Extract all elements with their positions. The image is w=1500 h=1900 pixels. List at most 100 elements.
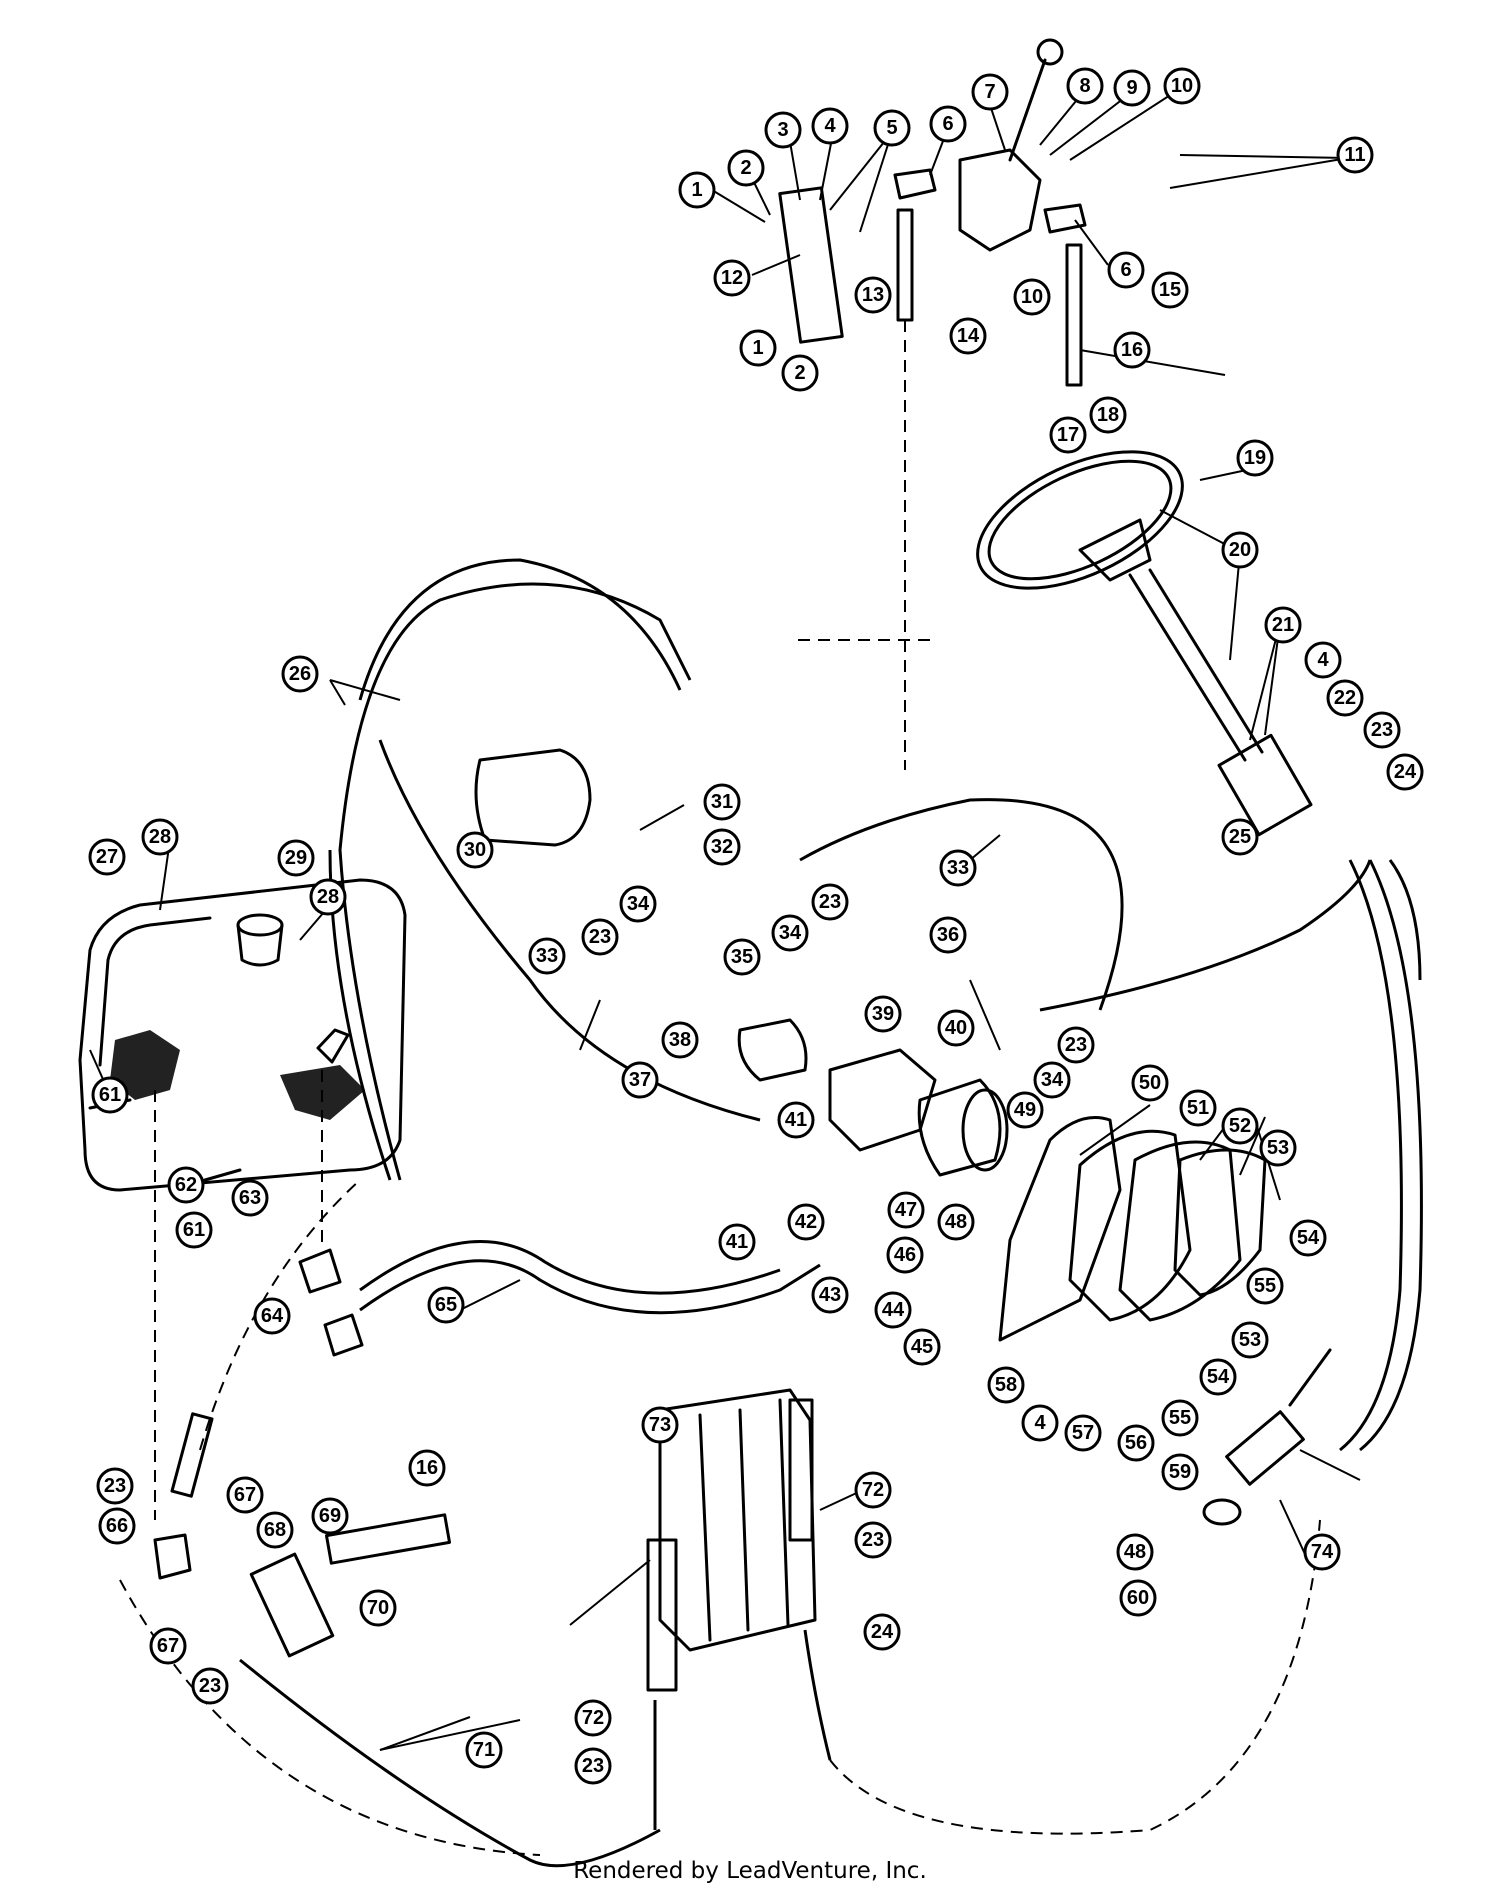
pump-and-motor-group bbox=[474, 748, 1009, 1177]
power-steering-cylinder bbox=[1202, 1348, 1332, 1526]
callout-31: 31 bbox=[703, 783, 741, 821]
control-valve-assembly bbox=[778, 38, 1087, 387]
callout-65: 65 bbox=[427, 1286, 465, 1324]
callout-20: 20 bbox=[1221, 531, 1259, 569]
callout-71: 71 bbox=[465, 1731, 503, 1769]
svg-text:68: 68 bbox=[264, 1519, 286, 1541]
svg-text:55: 55 bbox=[1254, 1275, 1276, 1297]
callout-9: 9 bbox=[1113, 69, 1151, 107]
callout-22: 22 bbox=[1326, 679, 1364, 717]
svg-text:30: 30 bbox=[464, 839, 486, 861]
svg-text:20: 20 bbox=[1229, 539, 1251, 561]
callout-15: 15 bbox=[1151, 271, 1189, 309]
svg-text:28: 28 bbox=[317, 886, 339, 908]
callout-40: 40 bbox=[937, 1009, 975, 1047]
callout-50: 50 bbox=[1131, 1064, 1169, 1102]
svg-text:23: 23 bbox=[582, 1755, 604, 1777]
svg-text:48: 48 bbox=[945, 1211, 967, 1233]
callout-35: 35 bbox=[723, 938, 761, 976]
svg-text:4: 4 bbox=[1034, 1412, 1046, 1434]
svg-text:54: 54 bbox=[1207, 1366, 1230, 1388]
callout-1: 1 bbox=[678, 171, 716, 209]
callout-63: 63 bbox=[231, 1179, 269, 1217]
svg-text:6: 6 bbox=[1120, 259, 1131, 281]
callout-33: 33 bbox=[939, 849, 977, 887]
svg-text:23: 23 bbox=[1371, 719, 1393, 741]
svg-text:69: 69 bbox=[319, 1505, 341, 1527]
callout-38: 38 bbox=[661, 1021, 699, 1059]
hydraulic-tank bbox=[78, 878, 407, 1192]
callout-2: 2 bbox=[781, 354, 819, 392]
svg-text:1: 1 bbox=[691, 179, 702, 201]
svg-text:61: 61 bbox=[99, 1084, 121, 1106]
callout-3: 3 bbox=[764, 111, 802, 149]
svg-text:60: 60 bbox=[1127, 1587, 1149, 1609]
dashed-assembly-lines bbox=[119, 320, 1321, 1856]
svg-text:12: 12 bbox=[721, 267, 743, 289]
callout-44: 44 bbox=[874, 1291, 912, 1329]
svg-text:46: 46 bbox=[894, 1244, 916, 1266]
callout-54: 54 bbox=[1199, 1358, 1237, 1396]
callout-66: 66 bbox=[98, 1507, 136, 1545]
svg-text:26: 26 bbox=[289, 663, 311, 685]
svg-text:3: 3 bbox=[777, 119, 788, 141]
callout-6: 6 bbox=[1107, 251, 1145, 289]
callout-5: 5 bbox=[873, 109, 911, 147]
callout-13: 13 bbox=[854, 276, 892, 314]
callout-42: 42 bbox=[787, 1203, 825, 1241]
svg-text:57: 57 bbox=[1072, 1422, 1094, 1444]
callout-23: 23 bbox=[574, 1747, 612, 1785]
callout-30: 30 bbox=[456, 831, 494, 869]
callout-68: 68 bbox=[256, 1511, 294, 1549]
svg-text:34: 34 bbox=[1041, 1069, 1064, 1091]
callout-25: 25 bbox=[1221, 818, 1259, 856]
svg-text:24: 24 bbox=[1394, 761, 1417, 783]
callout-23: 23 bbox=[96, 1467, 134, 1505]
svg-text:51: 51 bbox=[1187, 1097, 1209, 1119]
callout-10: 10 bbox=[1163, 67, 1201, 105]
callout-16: 16 bbox=[1113, 331, 1151, 369]
callout-37: 37 bbox=[621, 1061, 659, 1099]
callout-24: 24 bbox=[1386, 753, 1424, 791]
svg-text:67: 67 bbox=[157, 1635, 179, 1657]
callout-8: 8 bbox=[1066, 67, 1104, 105]
callout-53: 53 bbox=[1259, 1129, 1297, 1167]
svg-text:70: 70 bbox=[367, 1597, 389, 1619]
svg-text:35: 35 bbox=[731, 946, 753, 968]
svg-text:13: 13 bbox=[862, 284, 884, 306]
svg-text:29: 29 bbox=[285, 847, 307, 869]
callout-23: 23 bbox=[854, 1521, 892, 1559]
svg-text:36: 36 bbox=[937, 924, 959, 946]
callout-33: 33 bbox=[528, 937, 566, 975]
oil-cooler bbox=[646, 1388, 817, 1692]
callout-27: 27 bbox=[88, 838, 126, 876]
callout-17: 17 bbox=[1049, 416, 1087, 454]
callout-48: 48 bbox=[1116, 1533, 1154, 1571]
svg-text:16: 16 bbox=[1121, 339, 1143, 361]
svg-text:72: 72 bbox=[862, 1479, 884, 1501]
svg-text:47: 47 bbox=[895, 1199, 917, 1221]
svg-text:58: 58 bbox=[995, 1374, 1017, 1396]
svg-text:64: 64 bbox=[261, 1305, 284, 1327]
callout-72: 72 bbox=[854, 1471, 892, 1509]
svg-text:66: 66 bbox=[106, 1515, 128, 1537]
svg-text:61: 61 bbox=[183, 1219, 205, 1241]
callout-47: 47 bbox=[887, 1191, 925, 1229]
svg-text:67: 67 bbox=[234, 1484, 256, 1506]
callout-67: 67 bbox=[149, 1627, 187, 1665]
callout-41: 41 bbox=[718, 1223, 756, 1261]
callout-49: 49 bbox=[1006, 1091, 1044, 1129]
callout-34: 34 bbox=[1033, 1061, 1071, 1099]
svg-text:4: 4 bbox=[1317, 649, 1329, 671]
svg-text:2: 2 bbox=[740, 157, 751, 179]
svg-text:39: 39 bbox=[872, 1003, 894, 1025]
callout-57: 57 bbox=[1064, 1414, 1102, 1452]
svg-text:40: 40 bbox=[945, 1017, 967, 1039]
svg-text:9: 9 bbox=[1126, 77, 1137, 99]
callout-52: 52 bbox=[1221, 1107, 1259, 1145]
callout-60: 60 bbox=[1119, 1579, 1157, 1617]
svg-text:74: 74 bbox=[1311, 1541, 1334, 1563]
svg-text:50: 50 bbox=[1139, 1072, 1161, 1094]
callout-48: 48 bbox=[937, 1203, 975, 1241]
svg-text:41: 41 bbox=[726, 1231, 748, 1253]
